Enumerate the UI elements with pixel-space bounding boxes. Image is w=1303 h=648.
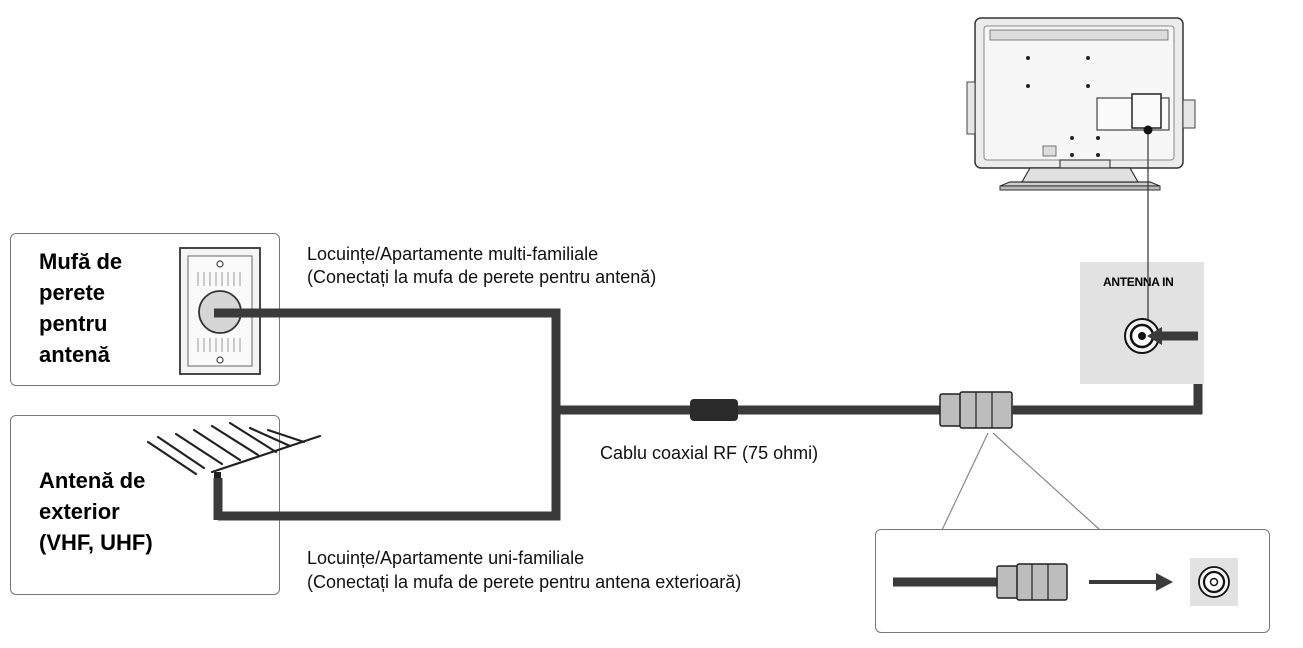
outdoor-antenna-label-line: Antenă de: [39, 468, 146, 493]
single-family-detail: (Conectați la mufa de perete pentru ante…: [307, 572, 742, 592]
antenna-in-label: ANTENNA IN: [1103, 275, 1174, 289]
wall-jack-cable: [214, 308, 690, 415]
cable-label: Cablu coaxial RF (75 ohmi): [600, 443, 819, 463]
wall-jack-label-line: Mufă de: [39, 249, 123, 274]
outdoor-antenna-label: Antenă de exterior (VHF, UHF): [39, 465, 153, 558]
tv-rear-view: [966, 17, 1196, 191]
antenna-in-panel: ANTENNA IN: [1080, 262, 1204, 384]
callout-line-left: [941, 432, 989, 531]
coax-plug: [939, 391, 1013, 429]
wall-jack-label-line: perete: [39, 280, 106, 305]
ferrite-core: [690, 399, 738, 421]
wall-jack-box: Mufă de perete pentru antenă: [10, 233, 280, 386]
wall-jack-label-line: antenă: [39, 342, 110, 367]
single-family-title: Locuințe/Apartamente uni-familiale: [307, 548, 585, 568]
outdoor-antenna-label-line: exterior: [39, 499, 120, 524]
outdoor-antenna-label-line: (VHF, UHF): [39, 530, 153, 555]
multi-family-title: Locuințe/Apartamente multi-familiale: [307, 244, 599, 264]
connection-detail-box: [875, 529, 1270, 633]
multi-family-detail: (Conectați la mufa de perete pentru ante…: [307, 267, 657, 287]
outdoor-antenna-box: Antenă de exterior (VHF, UHF): [10, 415, 280, 595]
callout-line-right: [992, 432, 1101, 531]
wall-jack-label-line: pentru: [39, 311, 108, 336]
wall-jack-label: Mufă de perete pentru antenă: [39, 246, 122, 370]
